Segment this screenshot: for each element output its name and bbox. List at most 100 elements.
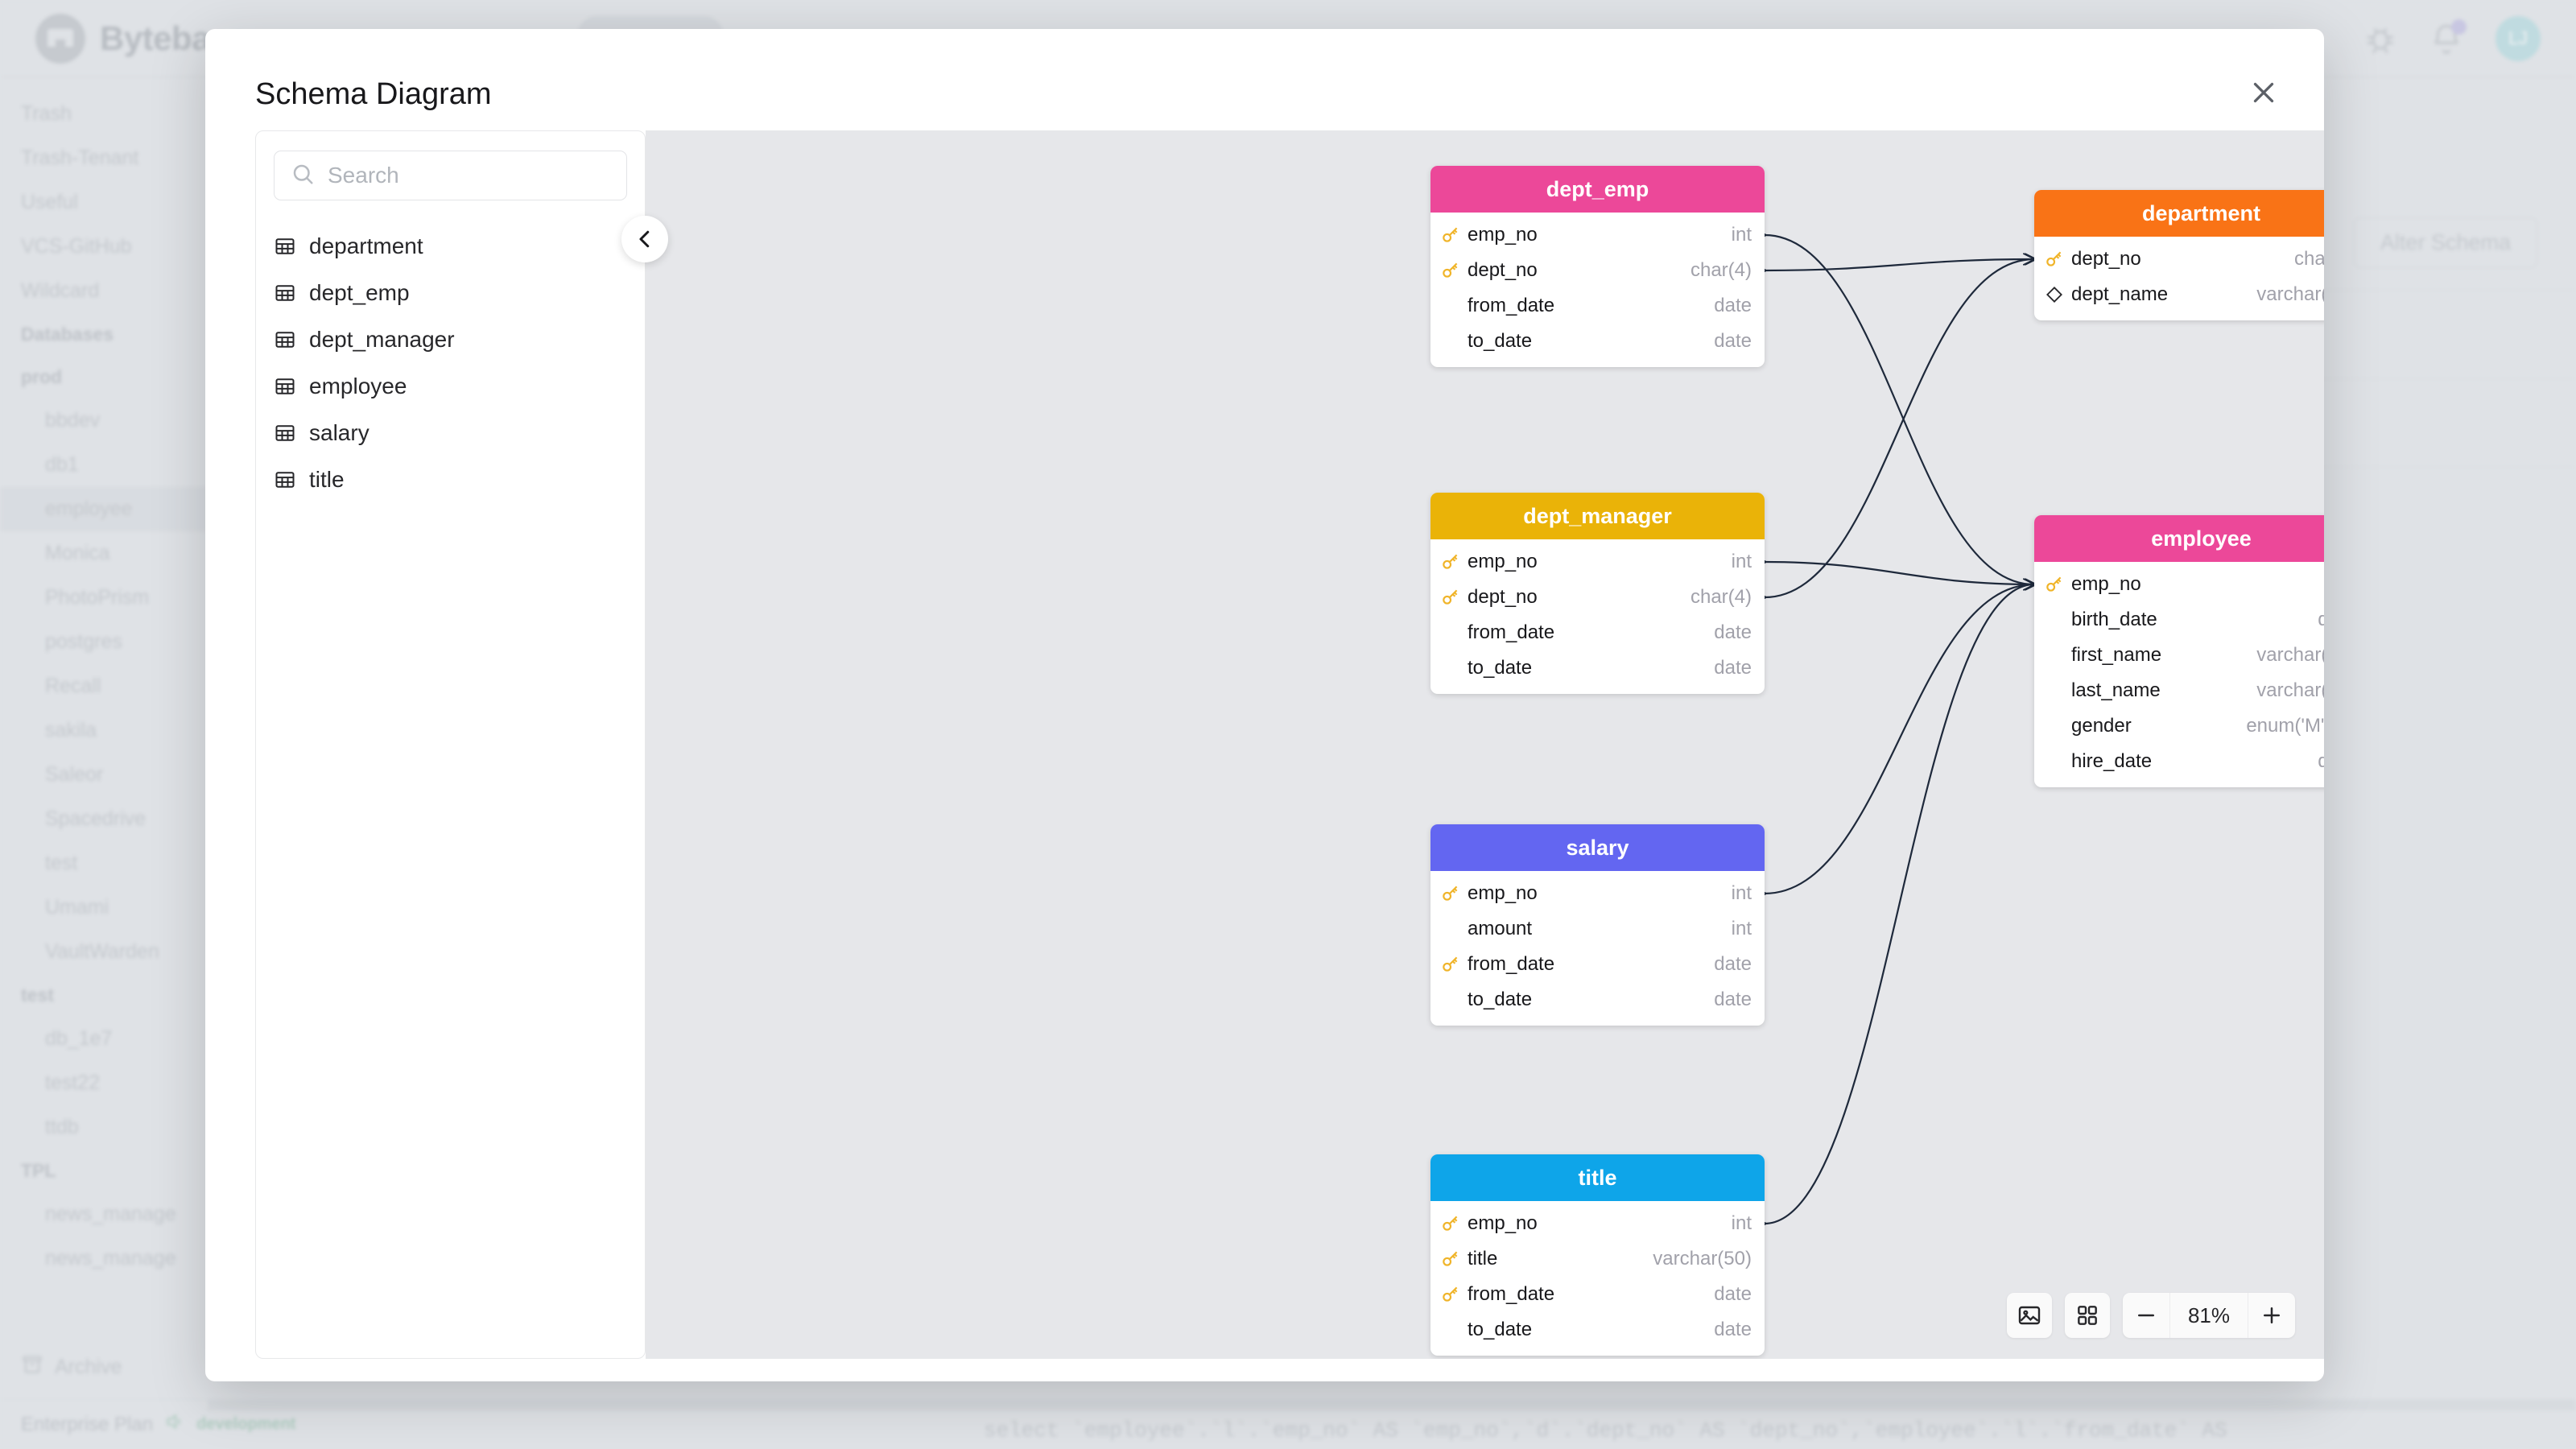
list-item-title[interactable]: title bbox=[256, 456, 645, 503]
relationship-edge bbox=[1765, 235, 2034, 584]
sidebar-item-archive[interactable]: Archive bbox=[0, 1340, 208, 1399]
sidebar-item-trash[interactable]: Trash bbox=[21, 102, 72, 125]
table-node-title: dept_manager bbox=[1430, 493, 1765, 539]
table-icon bbox=[274, 235, 296, 258]
sidebar-item-news-manage[interactable]: news_manage bbox=[45, 1247, 176, 1269]
column-name: first_name bbox=[2071, 644, 2162, 666]
sidebar-item-news-manage[interactable]: news_manage bbox=[45, 1203, 176, 1225]
relationship-edge bbox=[1765, 562, 2034, 584]
sidebar-item-test[interactable]: test bbox=[45, 852, 78, 874]
image-icon[interactable] bbox=[2007, 1293, 2052, 1338]
column-row[interactable]: to_date date bbox=[1430, 982, 1765, 1018]
bug-icon[interactable] bbox=[2363, 22, 2397, 56]
sidebar-item-sakila[interactable]: sakila bbox=[45, 719, 97, 741]
relationship-edge bbox=[1765, 584, 2034, 1224]
list-item-department[interactable]: department bbox=[256, 223, 645, 270]
speaker-icon[interactable] bbox=[164, 1411, 185, 1438]
column-type: date bbox=[2318, 750, 2324, 772]
table-node-department[interactable]: departmentdept_nochar(4)dept_namevarchar… bbox=[2034, 190, 2324, 320]
sidebar-item-recall[interactable]: Recall bbox=[45, 675, 101, 697]
sidebar-item-trash-tenant[interactable]: Trash-Tenant bbox=[21, 147, 139, 169]
sql-scrollbar[interactable] bbox=[208, 1399, 2576, 1410]
none bbox=[2044, 751, 2065, 772]
list-item-label: salary bbox=[309, 420, 369, 445]
none bbox=[2044, 680, 2065, 701]
grid-icon[interactable] bbox=[2065, 1293, 2110, 1338]
column-type: int bbox=[1731, 224, 1752, 246]
column-name: to_date bbox=[1468, 989, 1533, 1010]
list-item-salary[interactable]: salary bbox=[256, 410, 645, 456]
zoom-controls: 81% bbox=[2123, 1293, 2295, 1338]
sidebar-item-vaultwarden[interactable]: VaultWarden bbox=[45, 940, 159, 963]
column-type: date bbox=[1714, 989, 1752, 1010]
alter-schema-button[interactable]: Alter Schema bbox=[2353, 217, 2537, 268]
minus-icon[interactable] bbox=[2123, 1293, 2169, 1338]
sidebar-item-bbdev[interactable]: bbdev bbox=[45, 409, 101, 431]
sidebar-item-monica[interactable]: Monica bbox=[45, 542, 110, 564]
plan-label: Enterprise Plan bbox=[21, 1413, 154, 1435]
sidebar-item-test22[interactable]: test22 bbox=[45, 1071, 101, 1094]
sidebar-item-wildcard[interactable]: Wildcard bbox=[21, 279, 100, 302]
list-item-employee[interactable]: employee bbox=[256, 363, 645, 410]
table-node-employee[interactable]: employeeemp_nointbirth_datedatefirst_nam… bbox=[2034, 515, 2324, 787]
key-icon bbox=[1440, 551, 1461, 572]
bell-icon[interactable] bbox=[2429, 19, 2467, 56]
sidebar-item-saleor[interactable]: Saleor bbox=[45, 763, 104, 786]
archive-icon bbox=[21, 1353, 43, 1381]
close-icon[interactable] bbox=[2242, 71, 2285, 114]
sidebar-item-useful[interactable]: Useful bbox=[21, 191, 78, 213]
column-type: int bbox=[1731, 1212, 1752, 1234]
none bbox=[2044, 716, 2065, 737]
search-box[interactable] bbox=[274, 151, 627, 200]
sidebar-item-db1[interactable]: db1 bbox=[45, 453, 79, 476]
column-name: to_date bbox=[1468, 657, 1533, 679]
chevron-left-icon[interactable] bbox=[621, 216, 668, 262]
sidebar-item-db-1e7[interactable]: db_1e7 bbox=[45, 1027, 113, 1050]
column-type: int bbox=[1731, 882, 1752, 904]
sidebar-item-spacedrive[interactable]: Spacedrive bbox=[45, 807, 147, 830]
sidebar-item-postgres[interactable]: postgres bbox=[45, 630, 122, 653]
sidebar-item-umami[interactable]: Umami bbox=[45, 896, 109, 919]
sidebar-item-vcs-github[interactable]: VCS-GitHub bbox=[21, 235, 132, 258]
column-type: date bbox=[1714, 621, 1752, 643]
list-item-dept_manager[interactable]: dept_manager bbox=[256, 316, 645, 363]
list-item-dept_emp[interactable]: dept_emp bbox=[256, 270, 645, 316]
sidebar-item-employee[interactable]: employee bbox=[0, 487, 208, 531]
search-input[interactable] bbox=[328, 163, 610, 188]
avatar[interactable]: LJ bbox=[2496, 15, 2541, 61]
sidebar-item-ttdb[interactable]: ttdb bbox=[45, 1116, 79, 1138]
schema-diagram-modal: Schema Diagram departmentdept_empdept_ma… bbox=[205, 29, 2324, 1381]
plus-icon[interactable] bbox=[2248, 1293, 2295, 1338]
sidebar-item-photoprism[interactable]: PhotoPrism bbox=[45, 586, 150, 609]
